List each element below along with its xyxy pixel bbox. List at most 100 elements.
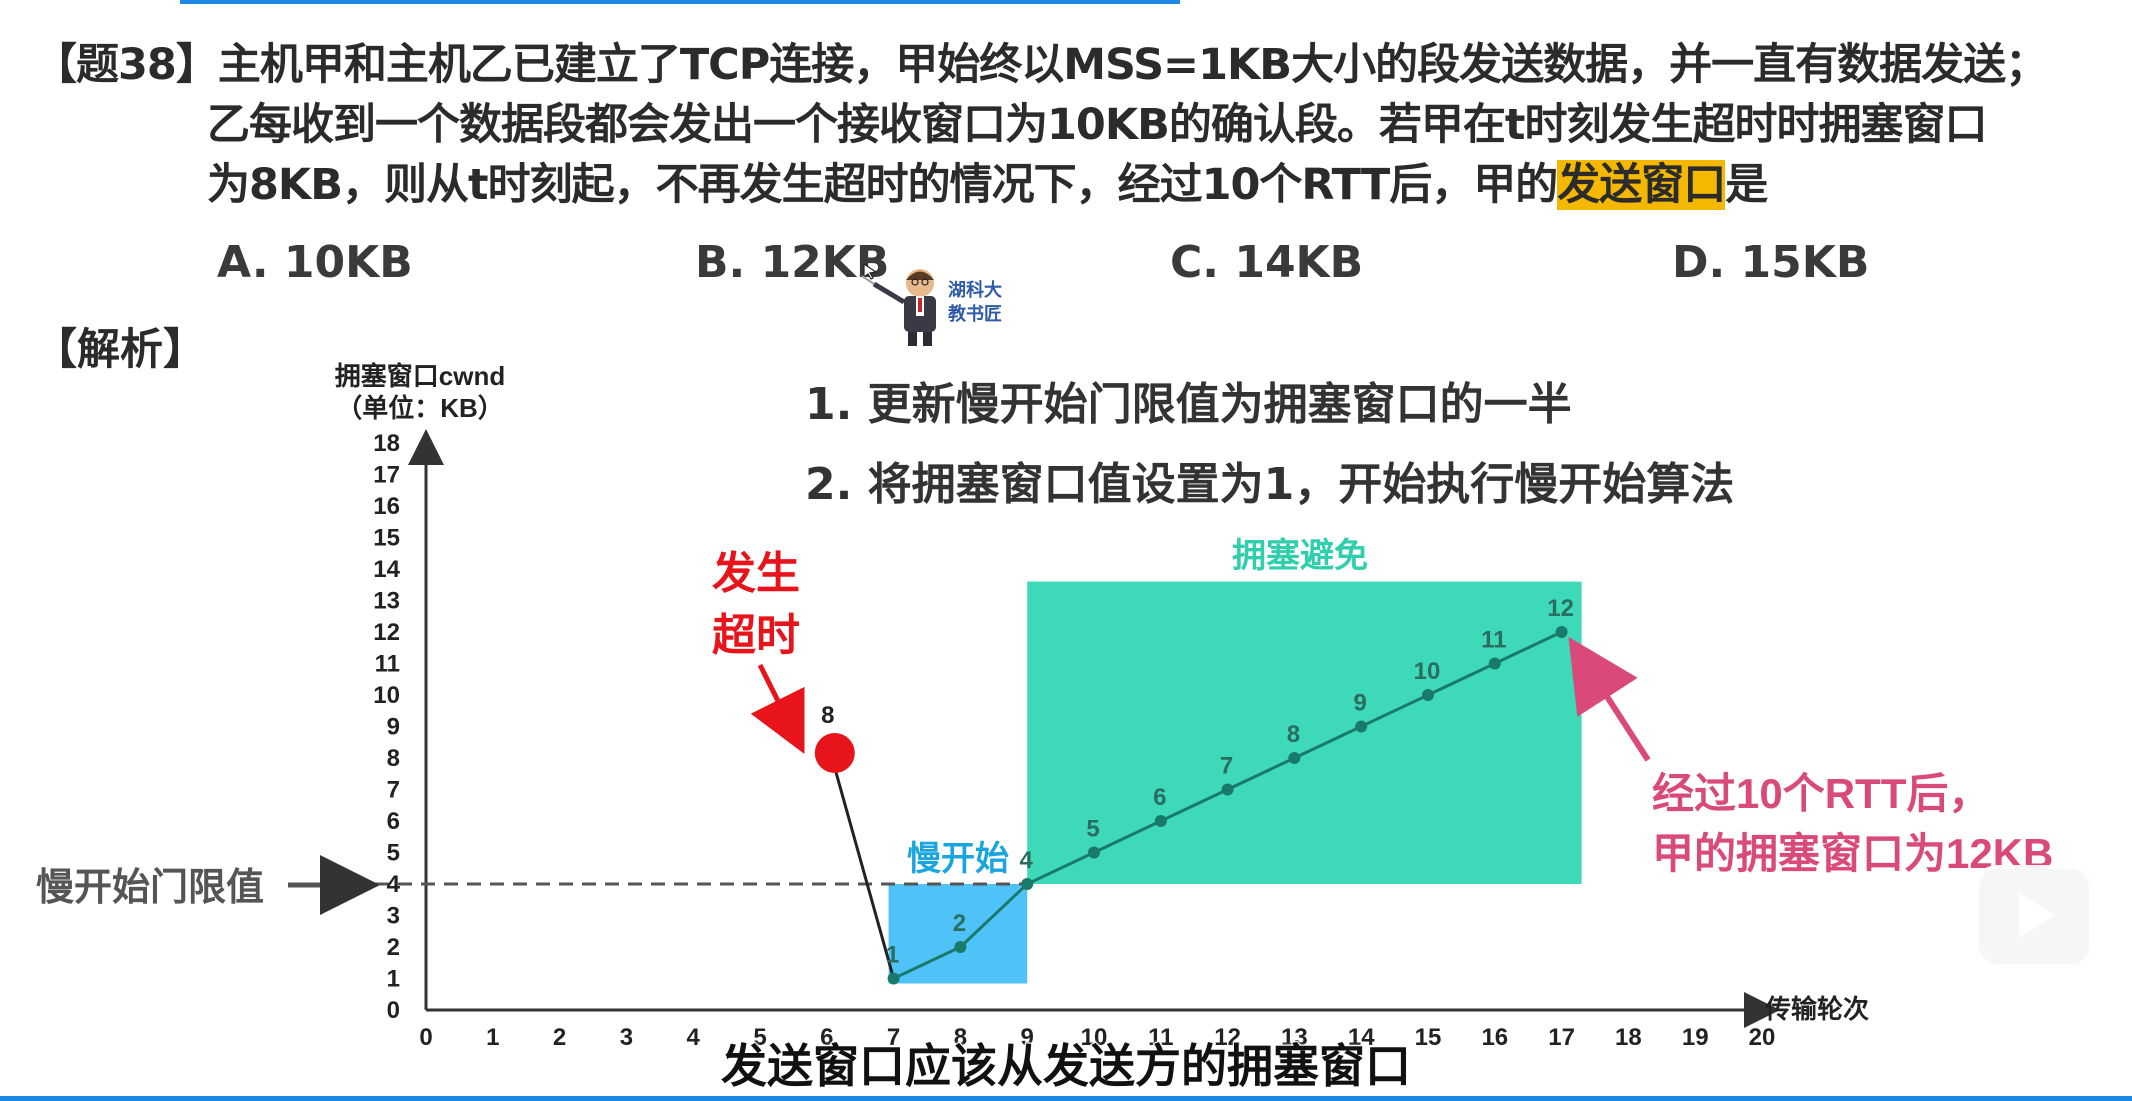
x-tick-label: 19 xyxy=(1682,1024,1709,1051)
cwnd-data-point xyxy=(1555,626,1568,638)
x-tick-label: 10 xyxy=(1081,1024,1108,1051)
x-tick-label: 15 xyxy=(1415,1024,1442,1051)
y-tick-label: 11 xyxy=(375,651,400,678)
x-tick-label: 6 xyxy=(820,1024,833,1051)
y-tick-label: 1 xyxy=(387,966,400,993)
congestion-avoidance-label: 拥塞避免 xyxy=(1232,537,1368,575)
result-label-line-1: 经过10个RTT后， xyxy=(1652,770,1990,817)
timeout-drop-line xyxy=(833,767,896,979)
x-tick-label: 2 xyxy=(553,1024,566,1051)
y-tick-label: 13 xyxy=(373,588,400,615)
analysis-heading: 【解析】 xyxy=(34,325,206,375)
x-tick-label: 12 xyxy=(1214,1024,1241,1051)
option-b[interactable]: B. 12KB xyxy=(695,237,890,288)
cwnd-data-label: 8 xyxy=(1287,721,1300,748)
option-a[interactable]: A. 10KB xyxy=(217,237,413,288)
y-tick-label: 14 xyxy=(373,556,400,583)
play-button[interactable] xyxy=(1975,865,2093,968)
x-tick-label: 18 xyxy=(1615,1024,1642,1051)
y-tick-label: 17 xyxy=(373,462,400,489)
timeout-label-line-1: 发生 xyxy=(712,549,800,598)
cwnd-data-point xyxy=(1021,878,1034,890)
cwnd-data-point xyxy=(1422,689,1434,701)
cwnd-data-label: 2 xyxy=(953,910,966,937)
x-tick-label: 11 xyxy=(1148,1024,1173,1051)
cwnd-data-point xyxy=(1088,846,1100,859)
timeout-point xyxy=(814,733,855,773)
cwnd-data-label: 6 xyxy=(1153,784,1166,811)
x-tick-label: 4 xyxy=(687,1024,701,1051)
question-line-3-prefix: 为8KB，则从t时刻起，不再发生超时的情况下，经过10个RTT后，甲的 xyxy=(207,160,1558,210)
timeout-point-label: 8 xyxy=(821,702,834,729)
ssthresh-label: 慢开始门限值 xyxy=(36,867,264,909)
y-tick-label: 4 xyxy=(387,871,401,898)
mouse-cursor-icon xyxy=(863,262,878,280)
question-line-1: 【题38】主机甲和主机乙已建立了TCP连接，甲始终以MSS=1KB大小的段发送数… xyxy=(34,40,2048,90)
x-tick-label: 16 xyxy=(1481,1024,1508,1051)
x-tick-label: 14 xyxy=(1348,1024,1375,1051)
mascot-name-1: 湖科大 xyxy=(948,280,1002,301)
cwnd-data-label: 11 xyxy=(1481,627,1506,654)
x-tick-label: 7 xyxy=(887,1024,900,1051)
y-axis-label-line-2: （单位：KB） xyxy=(336,393,504,423)
top-accent-line xyxy=(180,0,1180,4)
cwnd-data-point xyxy=(1355,720,1368,733)
bottom-accent-line xyxy=(0,1096,2132,1101)
x-tick-label: 20 xyxy=(1749,1024,1776,1051)
option-d[interactable]: D. 15KB xyxy=(1672,237,1870,288)
result-arrow xyxy=(1568,636,1651,762)
y-tick-label: 15 xyxy=(373,525,400,552)
cwnd-data-point xyxy=(887,972,900,985)
cwnd-data-point xyxy=(954,941,967,953)
timeout-label-line-2: 超时 xyxy=(712,611,800,660)
x-axis-label: 传输轮次 xyxy=(1764,994,1869,1024)
teacher-avatar-icon xyxy=(861,269,936,346)
cwnd-data-point xyxy=(1221,783,1234,796)
y-tick-label: 3 xyxy=(387,903,400,930)
slow-start-label: 慢开始 xyxy=(907,840,1009,878)
question-line-2: 乙每收到一个数据段都会发出一个接收窗口为10KB的确认段。若甲在t时刻发生超时时… xyxy=(207,100,1987,150)
cwnd-data-label: 10 xyxy=(1414,658,1441,685)
mascot-teacher: 湖科大 教书匠 xyxy=(860,258,1020,348)
x-tick-label: 8 xyxy=(954,1024,967,1051)
x-tick-label: 9 xyxy=(1021,1024,1034,1051)
y-tick-label: 6 xyxy=(387,808,400,835)
x-tick-label: 1 xyxy=(486,1024,499,1051)
y-tick-label: 5 xyxy=(387,840,400,867)
x-tick-label: 5 xyxy=(753,1024,766,1051)
congestion-avoidance-region xyxy=(1027,581,1582,884)
option-c[interactable]: C. 14KB xyxy=(1170,237,1364,288)
x-tick-label: 17 xyxy=(1548,1024,1575,1051)
cwnd-data-label: 7 xyxy=(1220,753,1233,780)
cwnd-data-label: 4 xyxy=(1020,847,1034,874)
cwnd-data-label: 5 xyxy=(1086,816,1099,843)
step-1: 1. 更新慢开始门限值为拥塞窗口的一半 xyxy=(805,379,1572,430)
y-axis-label-line-1: 拥塞窗口cwnd xyxy=(335,361,505,391)
timeout-arrow xyxy=(750,663,805,754)
y-tick-label: 16 xyxy=(373,493,400,520)
highlighted-send-window: 发送窗口 xyxy=(1557,160,1726,210)
x-tick-label: 13 xyxy=(1281,1024,1308,1051)
cwnd-data-label: 9 xyxy=(1354,690,1367,717)
y-tick-label: 18 xyxy=(373,430,400,457)
step-2: 2. 将拥塞窗口值设置为1，开始执行慢开始算法 xyxy=(805,459,1735,510)
y-tick-label: 2 xyxy=(387,934,400,961)
y-tick-label: 8 xyxy=(387,745,400,772)
cwnd-data-point xyxy=(1288,752,1301,764)
question-line-3-suffix: 是 xyxy=(1725,160,1768,210)
play-icon xyxy=(2019,893,2055,937)
cwnd-data-label: 12 xyxy=(1547,595,1574,622)
subtitle-text: 发送窗口应该从发送方的拥塞窗口 xyxy=(720,1038,1412,1094)
y-tick-label: 0 xyxy=(387,997,400,1024)
y-tick-label: 10 xyxy=(373,682,400,709)
question-line-3: 为8KB，则从t时刻起，不再发生超时的情况下，经过10个RTT后，甲的发送窗口是 xyxy=(207,150,1768,212)
x-tick-label: 0 xyxy=(419,1024,432,1051)
x-tick-label: 3 xyxy=(620,1024,633,1051)
cwnd-data-point xyxy=(1154,815,1167,827)
subtitle-bar: 发送窗口应该从发送方的拥塞窗口 xyxy=(0,1030,2132,1096)
cwnd-data-label: 1 xyxy=(886,942,899,969)
y-tick-label: 12 xyxy=(373,619,400,646)
slow-start-region xyxy=(888,884,1028,984)
y-tick-label: 7 xyxy=(387,777,400,804)
